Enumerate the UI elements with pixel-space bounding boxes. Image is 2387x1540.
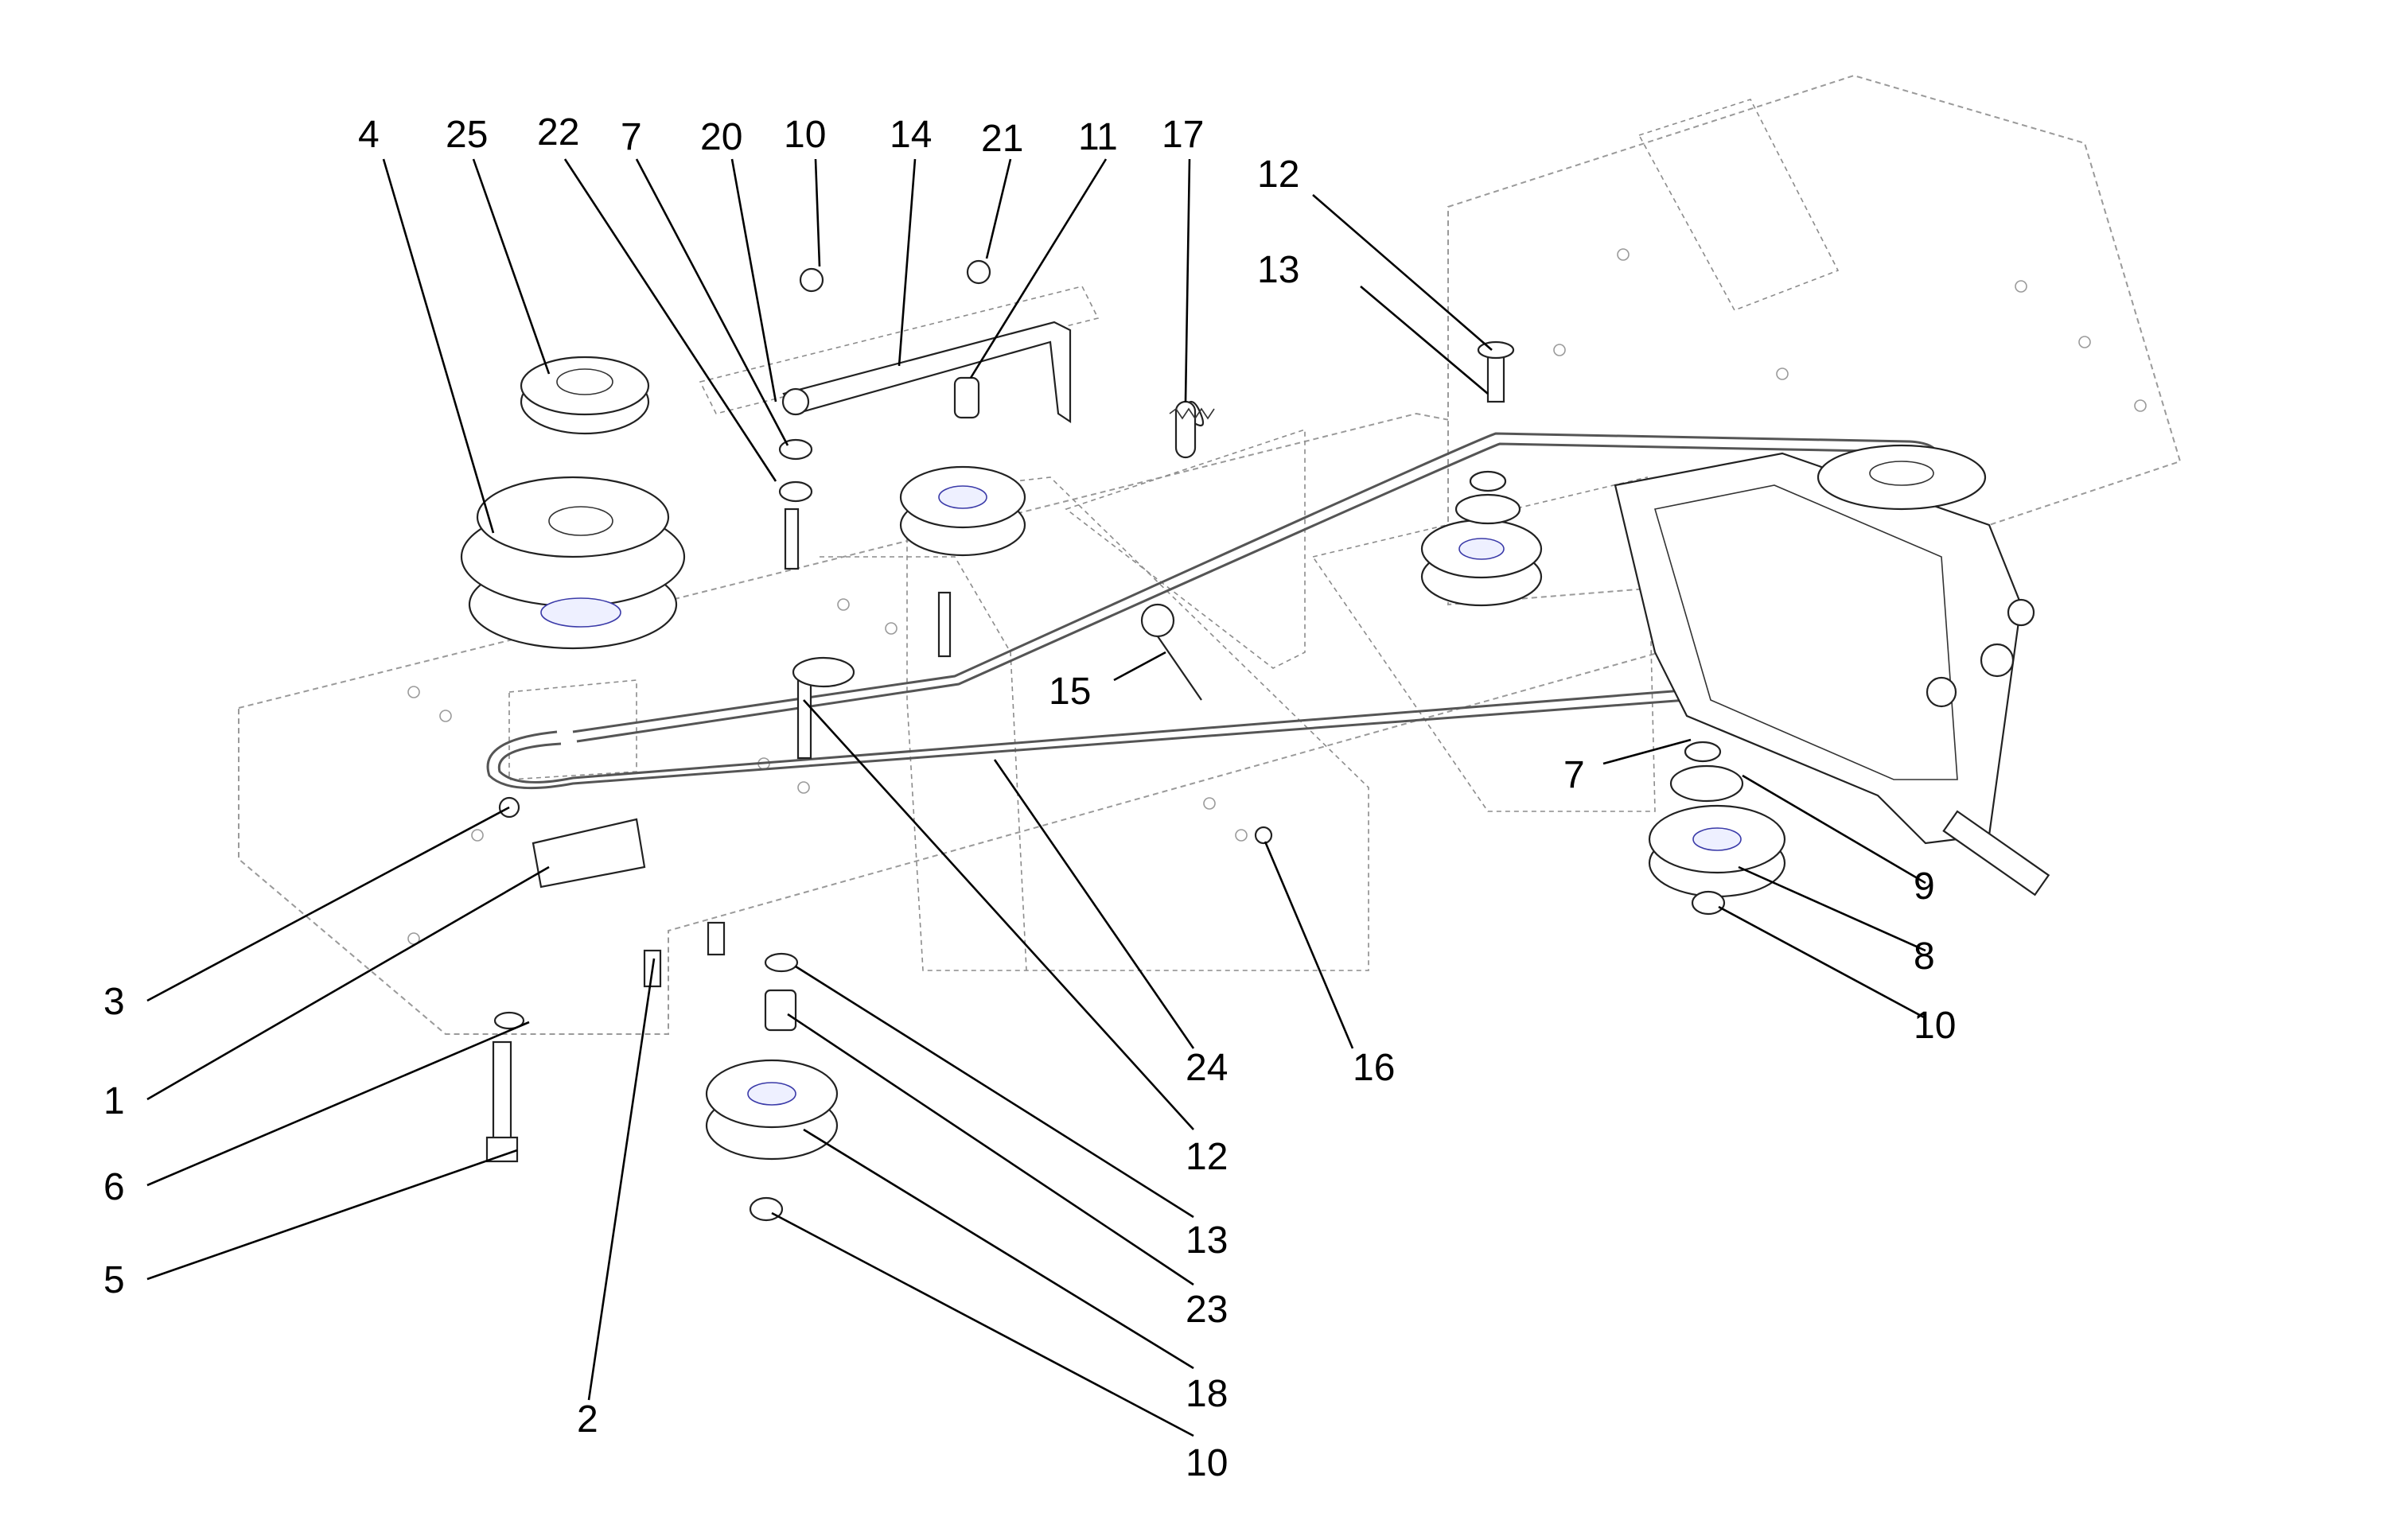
idler-pulley-mid (1420, 470, 1543, 607)
callout-10: 10 (1914, 1005, 1956, 1047)
idler-pulley-18-part (705, 952, 839, 1222)
callout-18: 18 (1186, 1373, 1228, 1415)
callout-7: 7 (621, 116, 642, 158)
idler-arm-part (781, 321, 1072, 424)
callout-5: 5 (103, 1259, 125, 1301)
callout-22: 22 (537, 111, 579, 154)
callout-13: 13 (1257, 249, 1299, 291)
callout-15: 15 (1049, 671, 1091, 713)
transaxle-part (1614, 444, 2050, 896)
callout-1: 1 (103, 1080, 125, 1122)
callout-16: 16 (1353, 1047, 1395, 1089)
callout-12: 12 (1257, 154, 1299, 196)
callout-13: 13 (1186, 1219, 1228, 1262)
callout-12: 12 (1186, 1136, 1228, 1178)
callout-20: 20 (700, 116, 742, 158)
callout-17: 17 (1162, 114, 1204, 156)
callout-10: 10 (784, 114, 826, 156)
callout-21: 21 (981, 118, 1023, 160)
callout-3: 3 (103, 981, 125, 1023)
callout-11: 11 (1078, 116, 1118, 158)
callout-8: 8 (1914, 935, 1935, 978)
callout-4: 4 (358, 114, 380, 156)
callout-2: 2 (577, 1398, 598, 1441)
callout-10: 10 (1186, 1442, 1228, 1484)
callout-7: 7 (1563, 754, 1585, 796)
idler-pulley-upper (899, 465, 1026, 557)
callout-6: 6 (103, 1166, 125, 1208)
callout-23: 23 (1186, 1289, 1228, 1331)
idler-pulley-8-part (1648, 741, 1786, 916)
callout-labels: 4 25 22 7 20 10 14 21 11 17 12 13 15 7 9… (103, 111, 1956, 1484)
tension-spring-part (1169, 407, 1215, 420)
clutch-pulley-part (520, 356, 650, 435)
callout-25: 25 (446, 114, 488, 156)
callout-14: 14 (890, 114, 932, 156)
electric-clutch-part (460, 476, 686, 650)
leader-lines (146, 158, 1926, 1437)
callout-24: 24 (1186, 1047, 1228, 1089)
callout-9: 9 (1914, 865, 1935, 908)
